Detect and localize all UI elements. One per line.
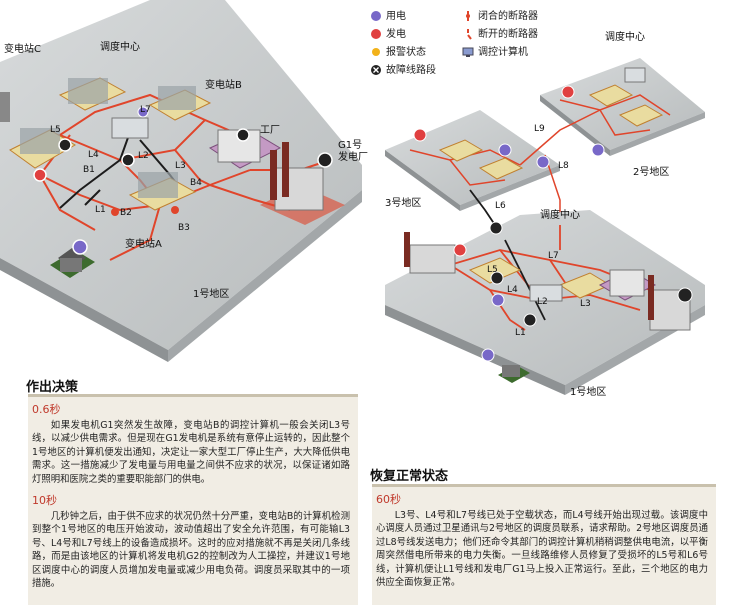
line-l6: L6 [495, 201, 506, 211]
generator-icon [33, 168, 47, 182]
recovery-time-1: 60秒 [376, 493, 401, 506]
fault-icon [121, 153, 135, 167]
line-l1-left: L1 [95, 205, 106, 215]
decision-time-1: 0.6秒 [32, 403, 61, 416]
consumer-icon [72, 239, 88, 255]
line-l4-right: L4 [507, 285, 518, 295]
legend-item-fault: 故障线路段 [370, 64, 436, 78]
legend-item-closed-breaker: 闭合的断路器 [462, 10, 538, 24]
consumer-icon [370, 11, 382, 23]
computer-icon [462, 47, 474, 59]
fault-icon [523, 313, 537, 327]
consumer-icon [591, 143, 605, 157]
label-dispatch-mid: 调度中心 [540, 208, 580, 221]
line-l5-right: L5 [487, 265, 498, 275]
left-substations [0, 77, 345, 278]
fault-icon [489, 221, 503, 235]
generator-icon [561, 85, 575, 99]
line-l1-right: L1 [515, 328, 526, 338]
fault-icon [370, 65, 382, 77]
consumer-icon [491, 293, 505, 307]
breaker-b1: B1 [83, 165, 95, 175]
label-substation-b: 变电站B [205, 78, 242, 91]
closed-breaker-icon [462, 11, 474, 23]
label-region-2: 2号地区 [633, 165, 669, 178]
decision-panel: 0.6秒 如果发电机G1突然发生故障，变电站B的调控计算机一般会关闭L3号线，以… [28, 394, 358, 605]
breaker-b4: B4 [190, 178, 202, 188]
line-l3-left: L3 [175, 161, 186, 171]
closed-breaker-icon [111, 208, 119, 216]
label-dispatch-left: 调度中心 [100, 40, 140, 53]
label-dispatch-top: 调度中心 [605, 30, 645, 43]
line-l3-right: L3 [580, 299, 591, 309]
fault-icon [317, 152, 333, 168]
line-l8: L8 [558, 161, 569, 171]
left-labels: 变电站C 调度中心 变电站B 工厂 G1号 发电厂 变电站A 1号地区 L5 L… [4, 40, 368, 300]
label-region-1-left: 1号地区 [193, 287, 229, 300]
line-l7-right: L7 [548, 251, 559, 261]
label-factory: 工厂 [260, 125, 280, 136]
fault-icon [236, 128, 250, 142]
breaker-b2: B2 [120, 208, 132, 218]
legend-item-consumer: 用电 [370, 10, 406, 24]
closed-breaker-icon [171, 206, 179, 214]
legend-item-open-breaker: 断开的断路器 [462, 28, 538, 42]
left-icons [33, 106, 333, 255]
region2-board [540, 58, 705, 156]
recovery-text-1: L3号、L4号和L7号线已处于空载状态，而L4号线开始出现过载。该调度中心调度人… [376, 510, 708, 589]
decision-time-2: 10秒 [32, 494, 57, 508]
fault-icon [490, 271, 504, 285]
open-breaker-icon [462, 29, 474, 41]
label-substation-c: 变电站C [4, 42, 41, 55]
generator-icon [413, 128, 427, 142]
generator-icon [370, 29, 382, 41]
consumer-icon [498, 143, 512, 157]
generator-icon [453, 243, 467, 257]
recovery-panel: 60秒 L3号、L4号和L7号线已处于空载状态，而L4号线开始出现过载。该调度中… [372, 484, 716, 605]
consumer-icon [536, 155, 550, 169]
legend-item-alarm: 报警状态 [370, 46, 426, 60]
consumer-icon [481, 348, 495, 362]
alarm-icon [370, 47, 382, 59]
label-region-3: 3号地区 [385, 196, 421, 209]
line-l2-left: L2 [138, 151, 149, 161]
line-l2-right: L2 [537, 297, 548, 307]
line-l4-left: L4 [88, 150, 99, 160]
breaker-b3: B3 [178, 223, 190, 233]
region3-board [385, 110, 560, 211]
decision-text-1: 如果发电机G1突然发生故障，变电站B的调控计算机一般会关闭L3号线，以减少供电需… [32, 420, 350, 485]
fault-icon [58, 138, 72, 152]
legend: 用电 发电 报警状态 故障线路段 闭合的断路器 断开的断路器 调控计算机 [370, 8, 575, 86]
label-plant-2: 发电厂 [338, 150, 368, 163]
decision-text-2: 几秒钟之后，由于供不应求的状况仍然十分严重，变电站B的计算机检测到整个1号地区的… [32, 511, 350, 590]
line-l5-left: L5 [50, 125, 61, 135]
line-l9: L9 [534, 124, 545, 134]
decision-title: 作出决策 [26, 380, 79, 395]
consumer-icon [137, 106, 149, 118]
fault-icon [677, 287, 693, 303]
legend-item-computer: 调控计算机 [462, 46, 528, 60]
label-region-1-right: 1号地区 [570, 385, 606, 398]
line-l7-left: L7 [140, 105, 151, 115]
recovery-title: 恢复正常状态 [370, 469, 449, 484]
label-substation-a: 变电站A [125, 237, 162, 250]
label-plant-1: G1号 [338, 139, 362, 151]
legend-item-generator: 发电 [370, 28, 406, 42]
